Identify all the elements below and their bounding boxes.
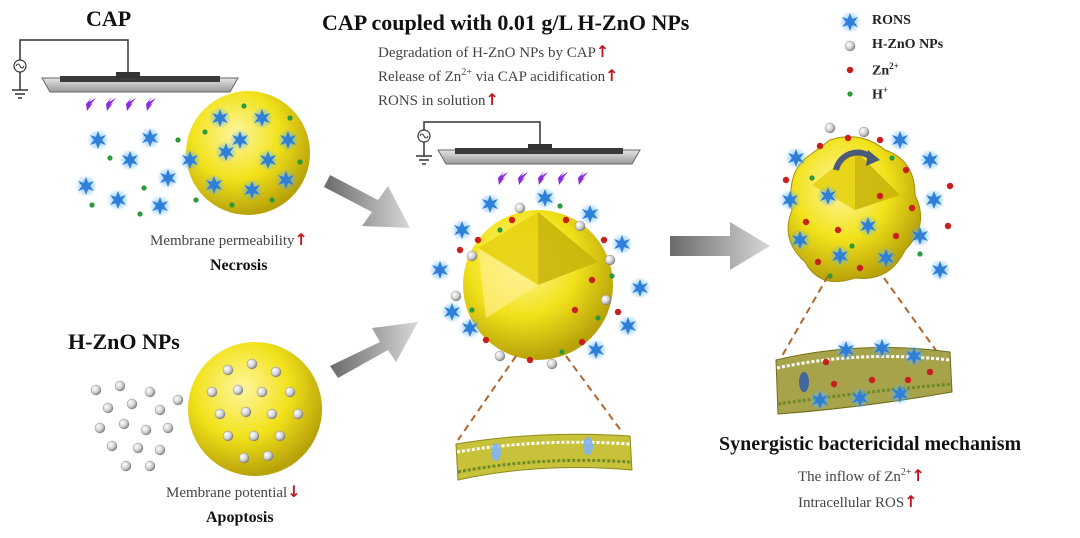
syn-note-1: The inflow of Zn2+↑: [798, 466, 925, 485]
center-membrane-zoom: [455, 355, 633, 481]
cap-outcome-label: Necrosis: [210, 257, 268, 274]
zno-title: H-ZnO NPs: [68, 329, 180, 354]
coupled-title: CAP coupled with 0.01 g/L H-ZnO NPs: [322, 10, 690, 35]
flow-arrow-zno-to-center: [330, 322, 418, 378]
right-membrane-zoom: [775, 275, 953, 415]
zno-effect-label: Membrane potential↓: [166, 482, 301, 501]
rons-cloud-left: [75, 127, 201, 217]
zno-np-cluster: [90, 380, 184, 472]
synergistic-title: Synergistic bactericidal mechanism: [719, 433, 1022, 455]
cap-title: CAP: [86, 6, 132, 31]
legend-rons-label: RONS: [872, 13, 911, 28]
cap-device-left: [12, 39, 239, 99]
legend-symbols: [839, 11, 861, 97]
coupled-treated-cell: [463, 210, 613, 360]
legend-zno-label: H-ZnO NPs: [872, 37, 944, 52]
coupled-note-1: Degradation of H-ZnO NPs by CAP↑: [378, 42, 610, 61]
synergistic-cell: [787, 136, 922, 282]
plasma-sparks-left: [86, 97, 156, 111]
legend-h-label: H+: [872, 85, 889, 103]
coupled-note-2: Release of Zn2+ via CAP acidification↑: [378, 66, 619, 85]
legend-zn-label: Zn2+: [872, 61, 899, 79]
zno-treated-cell: [188, 342, 322, 476]
syn-note-2: Intracellular ROS↑: [798, 492, 918, 511]
plasma-sparks-center: [498, 171, 588, 185]
cap-treated-cell: [186, 91, 310, 215]
cap-device-center: [416, 121, 641, 165]
flow-arrow-cap-to-center: [324, 175, 410, 228]
zno-outcome-label: Apoptosis: [206, 509, 274, 526]
flow-arrow-center-to-right: [670, 222, 770, 270]
coupled-note-3: RONS in solution↑: [378, 90, 499, 109]
cap-effect-label: Membrane permeability↑: [150, 230, 308, 249]
